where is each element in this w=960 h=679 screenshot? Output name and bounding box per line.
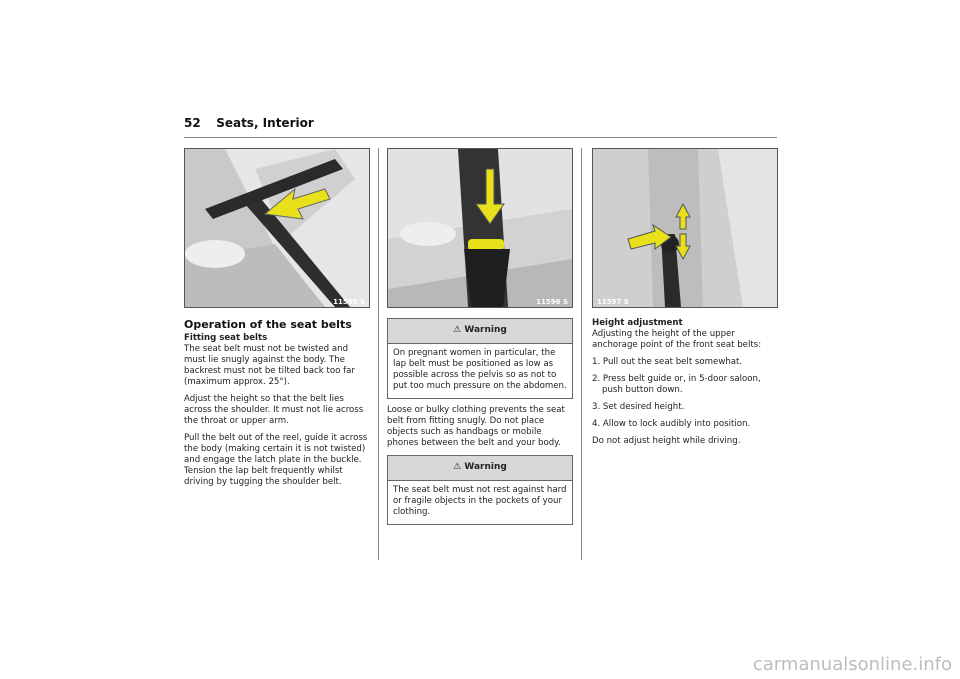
list-item: 2. Press belt guide or, in 5-door saloon…	[592, 374, 761, 395]
paragraph: The seat belt must not be twisted and mu…	[184, 344, 355, 387]
image-code: 11596 S	[536, 298, 568, 306]
belt-height-adjust-icon	[593, 149, 777, 307]
steps-list: 1. Pull out the seat belt somewhat. 2. P…	[592, 357, 778, 430]
section-title: Seats, Interior	[216, 116, 314, 130]
paragraph: Adjust the height so that the belt lies …	[184, 394, 364, 426]
warning-icon: ⚠	[453, 325, 462, 335]
list-item: 4. Allow to lock audibly into position.	[592, 419, 751, 429]
seat-belt-buckle-photo: 11596 S	[387, 148, 573, 308]
list-item: 1. Pull out the seat belt somewhat.	[592, 357, 743, 367]
seat-belt-fitting-icon	[185, 149, 369, 307]
warning-text: The seat belt must not rest against hard…	[393, 485, 567, 517]
paragraph: Do not adjust height while driving.	[592, 436, 741, 446]
list-item: 3. Set desired height.	[592, 402, 685, 412]
seat-belt-buckle-icon	[388, 149, 572, 307]
warning-title: ⚠ Warning	[388, 319, 572, 344]
subheading: Fitting seat belts	[184, 333, 268, 343]
header-rule	[184, 137, 777, 138]
paragraph: Adjusting the height of the upper anchor…	[592, 329, 762, 350]
column-1: Operation of the seat belts Fitting seat…	[184, 318, 372, 494]
paragraph: Pull the belt out of the reel, guide it …	[184, 433, 368, 487]
section-heading: Operation of the seat belts	[184, 318, 352, 331]
page-number: 52	[184, 116, 201, 130]
seat-belt-fitting-photo: 11595 S	[184, 148, 370, 308]
image-code: 11597 S	[597, 298, 629, 306]
image-code: 11595 S	[333, 298, 365, 306]
belt-height-adjust-photo: 11597 S	[592, 148, 778, 308]
warning-box: ⚠ Warning The seat belt must not rest ag…	[387, 455, 573, 525]
warning-icon: ⚠	[453, 462, 462, 472]
warning-title: ⚠ Warning	[388, 456, 572, 481]
page-header: 52 Seats, Interior	[184, 116, 314, 130]
paragraph: Loose or bulky clothing prevents the sea…	[387, 405, 565, 448]
warning-text: On pregnant women in particular, the lap…	[393, 348, 567, 391]
column-divider-1	[378, 148, 379, 560]
column-3: Height adjustment Adjusting the height o…	[592, 318, 778, 453]
column-divider-2	[581, 148, 582, 560]
warning-box: ⚠ Warning On pregnant women in particula…	[387, 318, 573, 399]
subheading: Height adjustment	[592, 318, 683, 328]
column-2: ⚠ Warning On pregnant women in particula…	[387, 318, 573, 531]
watermark: carmanualsonline.info	[752, 654, 952, 675]
